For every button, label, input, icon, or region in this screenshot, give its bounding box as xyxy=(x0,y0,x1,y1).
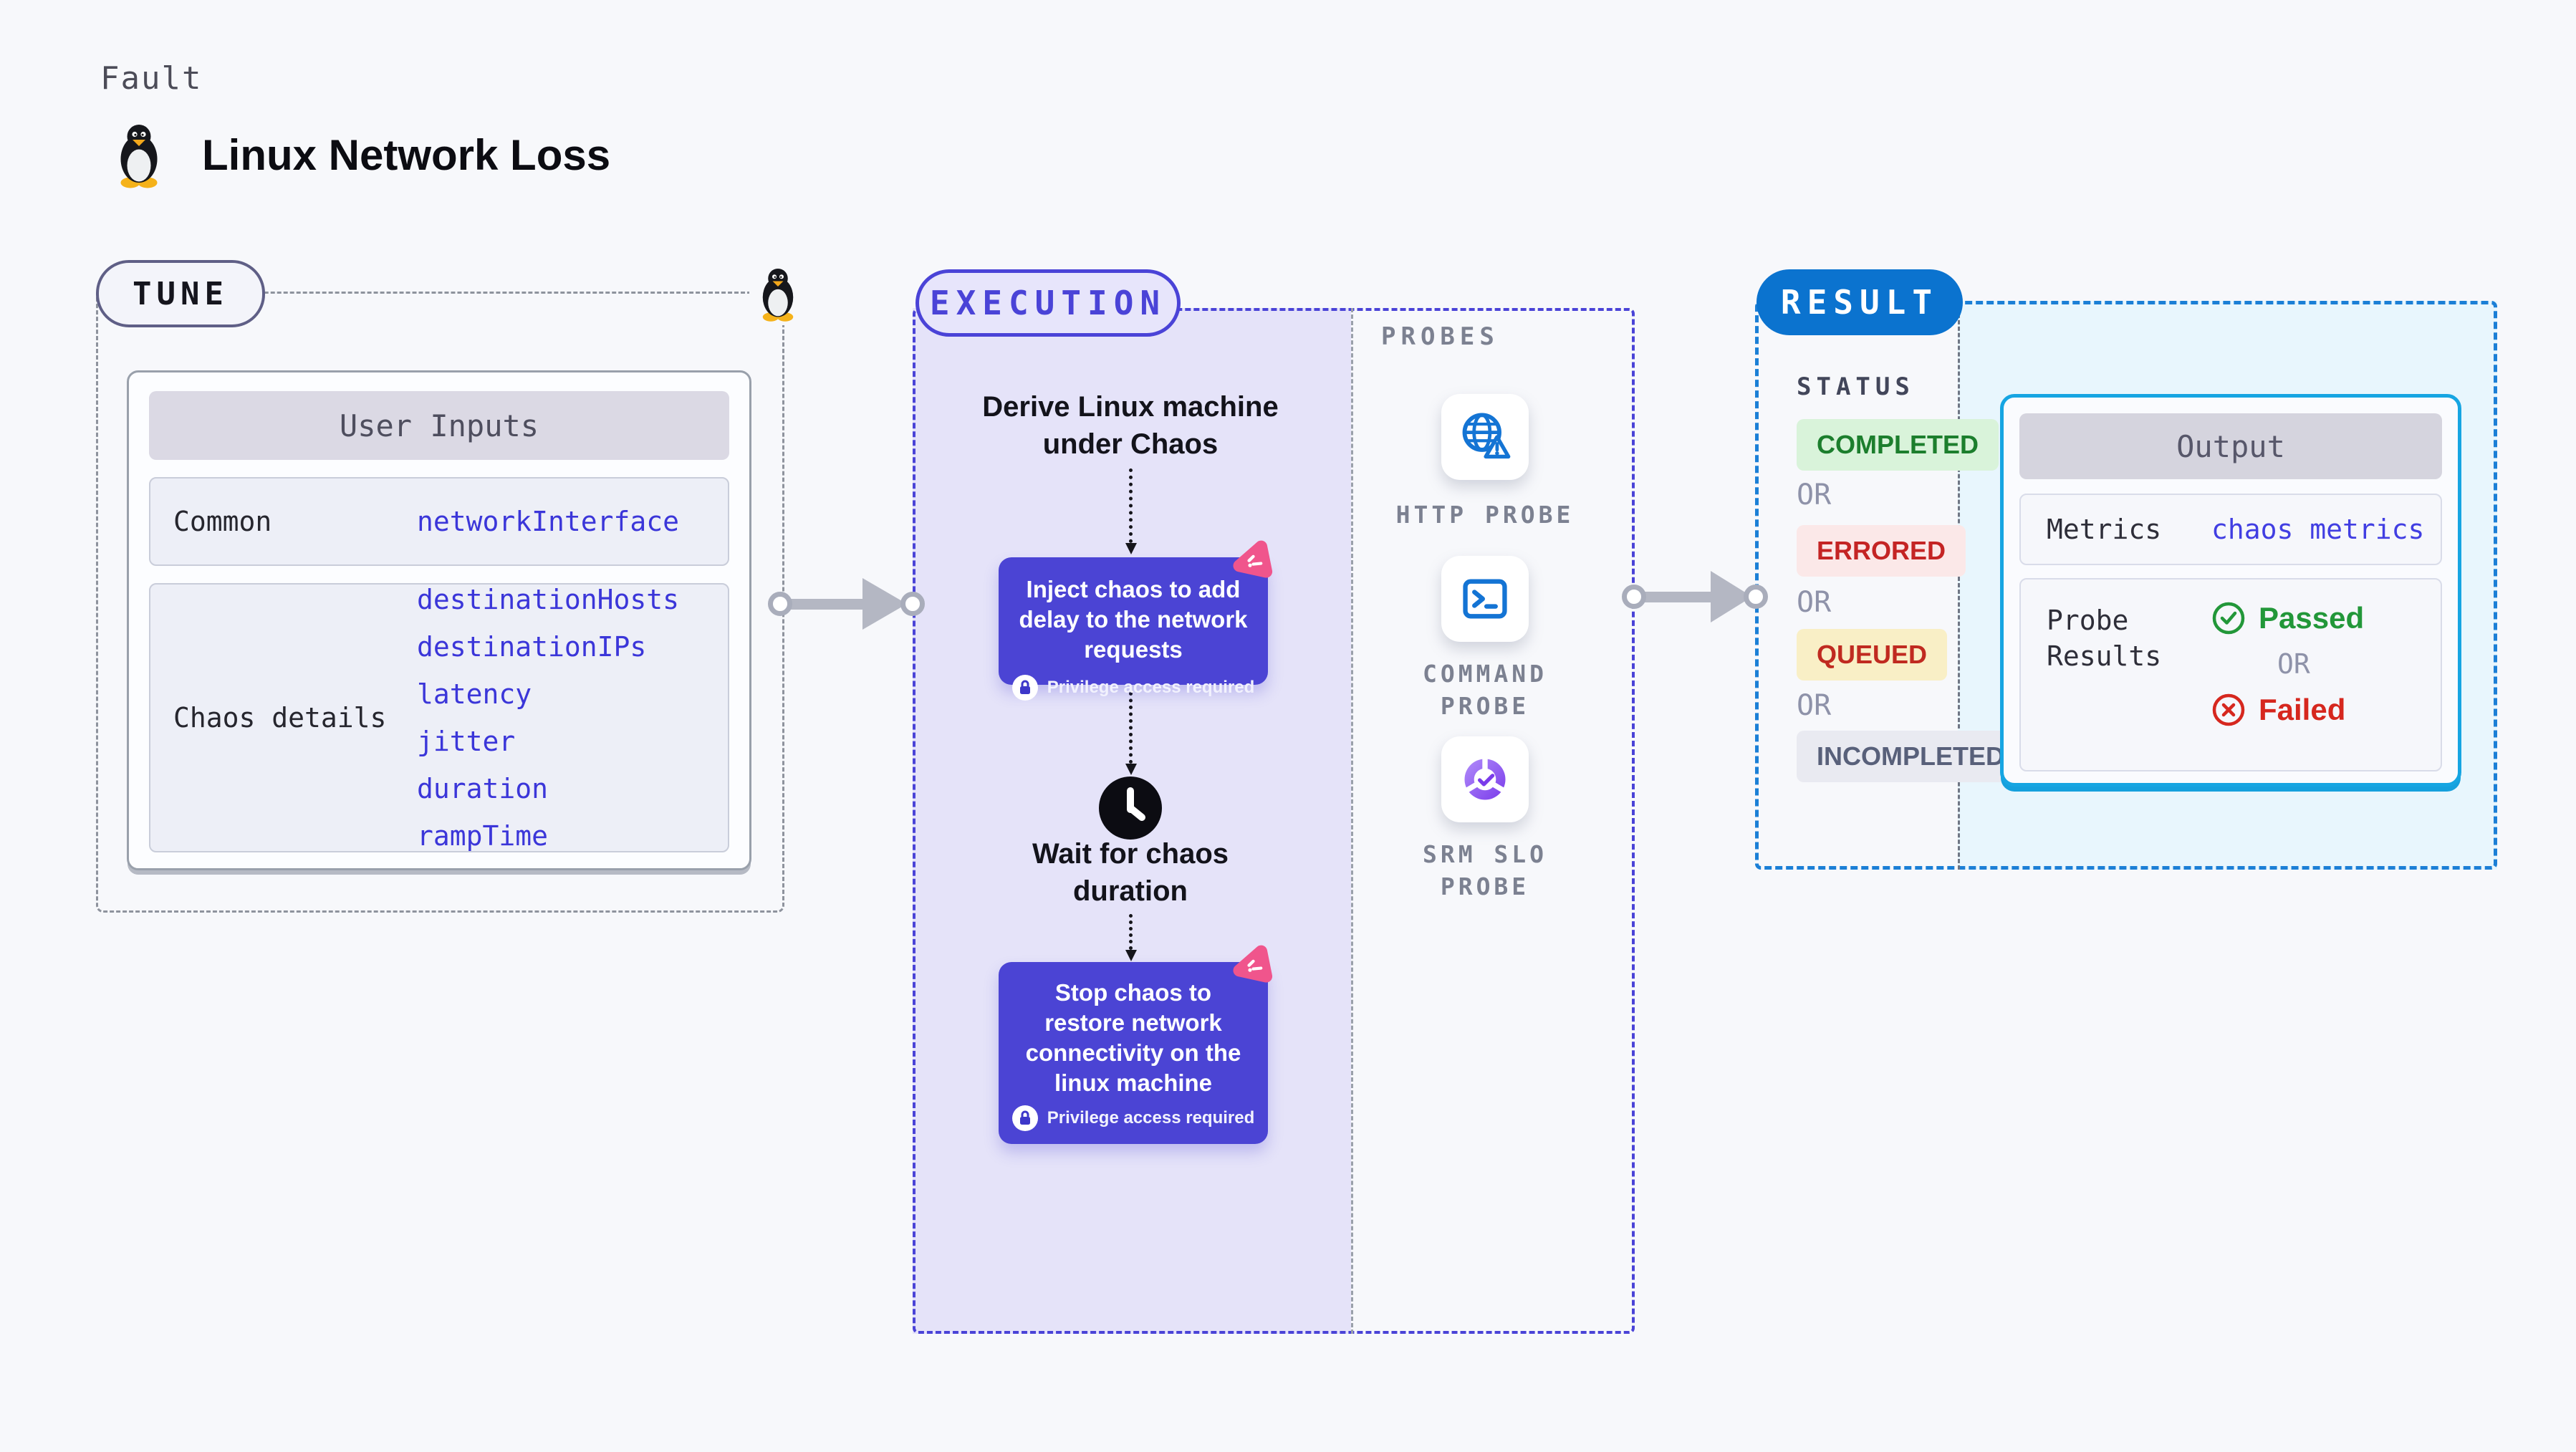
privilege-note: Privilege access required xyxy=(999,675,1268,701)
check-circle-icon xyxy=(2211,601,2246,635)
or-separator: OR xyxy=(1797,689,1832,722)
step-wait-duration: Wait for chaos duration xyxy=(1032,838,1229,907)
output-card: Output Metrics chaos metrics Probe Resul… xyxy=(2000,394,2461,787)
probe-results-label: Probe Results xyxy=(2047,605,2162,672)
status-label: STATUS xyxy=(1797,372,1915,401)
or-separator: OR xyxy=(2277,648,2310,680)
or-separator: OR xyxy=(1797,479,1832,511)
failed-line: Failed xyxy=(2211,693,2364,727)
param-duration: duration xyxy=(417,773,549,804)
flow-connector xyxy=(1125,692,1137,775)
failed-label: Failed xyxy=(2259,693,2346,726)
execution-badge: EXECUTION xyxy=(915,269,1181,337)
srm-slo-probe-label: SRM SLO PROBE xyxy=(1422,840,1548,900)
command-probe-card xyxy=(1441,556,1529,642)
step-inject-chaos-text: Inject chaos to add delay to the network… xyxy=(1019,576,1248,663)
x-circle-icon xyxy=(2211,693,2246,727)
fault-eyebrow: Fault xyxy=(100,60,203,97)
probe-verdicts: Passed OR Failed xyxy=(2211,580,2364,727)
step-stop-chaos-node: Stop chaos to restore network connectivi… xyxy=(999,962,1268,1144)
tux-penguin-small-icon xyxy=(749,262,807,325)
execution-section-box xyxy=(913,308,1635,1334)
step-derive-machine: Derive Linux machine under Chaos xyxy=(982,391,1279,460)
output-header: Output xyxy=(2019,413,2442,479)
http-probe-card xyxy=(1441,394,1529,480)
page-title: Linux Network Loss xyxy=(202,131,611,179)
user-inputs-card: User Inputs Common networkInterface Chao… xyxy=(127,370,751,870)
param-jitter: jitter xyxy=(417,726,516,757)
metrics-label: Metrics xyxy=(2047,514,2162,545)
probe-results-row: Probe Results Passed OR Failed xyxy=(2019,578,2442,771)
step-stop-chaos-text: Stop chaos to restore network connectivi… xyxy=(1025,979,1241,1096)
input-row-label: Chaos details xyxy=(173,702,387,734)
metrics-row: Metrics chaos metrics xyxy=(2019,494,2442,565)
lock-icon xyxy=(1012,1105,1038,1131)
http-probe-label: HTTP PROBE xyxy=(1395,501,1575,529)
status-queued-badge: QUEUED xyxy=(1797,629,1948,681)
clock-icon xyxy=(1099,777,1162,840)
status-completed-badge: COMPLETED xyxy=(1797,419,1999,471)
or-separator: OR xyxy=(1797,586,1832,619)
param-network-interface: networkInterface xyxy=(417,506,680,537)
passed-label: Passed xyxy=(2259,601,2365,635)
param-list: networkInterface xyxy=(417,507,679,536)
probes-divider xyxy=(1351,308,1353,1334)
passed-line: Passed xyxy=(2211,601,2364,635)
user-inputs-header: User Inputs xyxy=(149,391,729,460)
param-latency: latency xyxy=(417,678,532,710)
privilege-note: Privilege access required xyxy=(999,1105,1268,1131)
tux-penguin-icon xyxy=(105,117,173,192)
status-errored-badge: ERRORED xyxy=(1797,525,1966,577)
step-inject-chaos-node: Inject chaos to add delay to the network… xyxy=(999,557,1268,685)
command-probe-label: COMMAND PROBE xyxy=(1422,660,1548,720)
input-row-common: Common networkInterface xyxy=(149,477,729,566)
lock-icon xyxy=(1012,675,1038,701)
globe-alert-icon xyxy=(1458,410,1512,464)
terminal-icon xyxy=(1458,572,1512,626)
tune-badge: TUNE xyxy=(96,260,265,327)
metrics-value: chaos metrics xyxy=(2211,514,2425,545)
status-incompleted-badge: INCOMPLETED xyxy=(1797,731,2025,782)
srm-slo-probe-card xyxy=(1441,736,1529,822)
input-row-chaos-details: Chaos details destinationHosts destinati… xyxy=(149,583,729,852)
privilege-note-text: Privilege access required xyxy=(1047,678,1255,697)
flow-connector xyxy=(1125,468,1137,554)
param-destination-hosts: destinationHosts xyxy=(417,584,680,615)
privilege-note-text: Privilege access required xyxy=(1047,1108,1255,1128)
param-ramp-time: rampTime xyxy=(417,820,549,852)
flow-connector xyxy=(1125,914,1137,961)
chaos-pink-icon xyxy=(1226,533,1279,587)
param-list: destinationHosts destinationIPs latency … xyxy=(417,585,679,850)
param-destination-ips: destinationIPs xyxy=(417,631,647,663)
probes-label: PROBES xyxy=(1381,322,1499,351)
slo-donut-check-icon xyxy=(1458,752,1512,807)
result-divider xyxy=(1958,301,1960,870)
result-badge: RESULT xyxy=(1756,269,1963,335)
input-row-label: Common xyxy=(173,506,272,537)
chaos-pink-icon xyxy=(1226,938,1279,991)
